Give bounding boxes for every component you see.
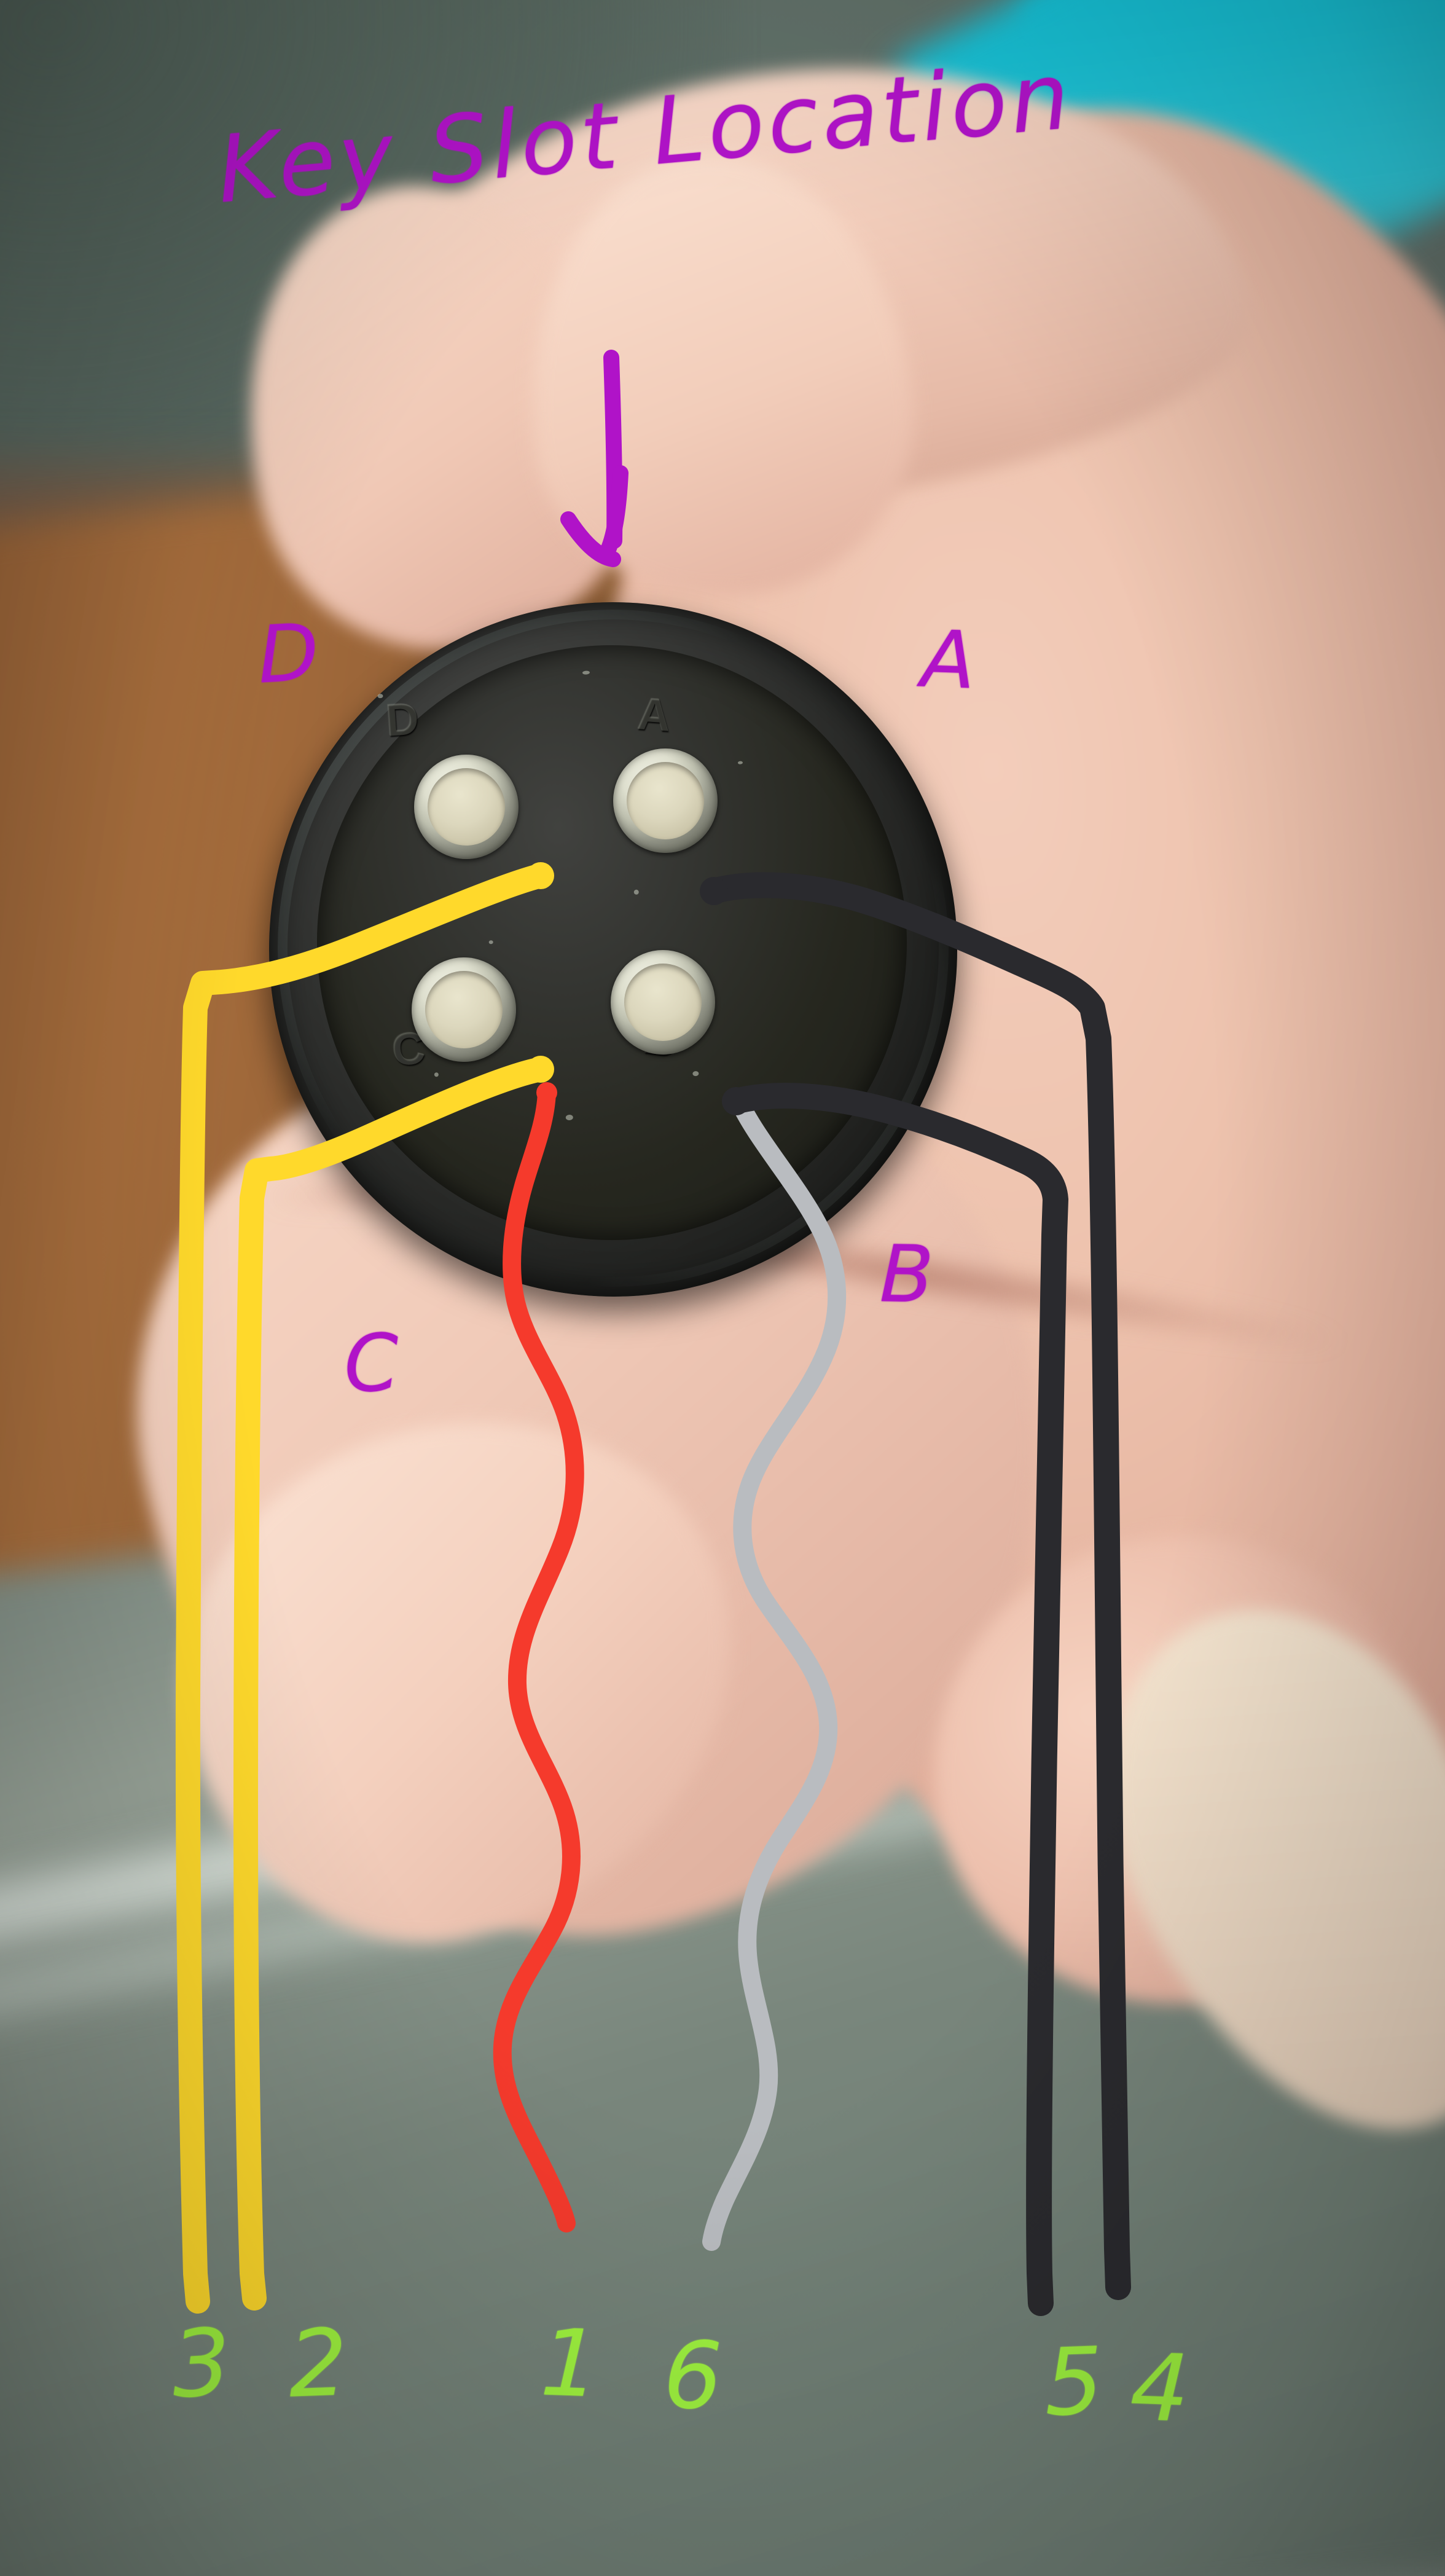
wire-number-6: 6 bbox=[662, 2322, 723, 2430]
pin-label-d: D bbox=[256, 607, 321, 702]
wire-number-4: 4 bbox=[1128, 2334, 1191, 2443]
wire-number-1: 1 bbox=[538, 2309, 601, 2419]
wire-4-black bbox=[700, 872, 1131, 2300]
pin-socket-b bbox=[611, 950, 715, 1054]
key-slot-arrow bbox=[560, 350, 629, 567]
pin-socket-d bbox=[414, 755, 519, 859]
pin-label-c: C bbox=[342, 1317, 401, 1411]
pin-socket-a bbox=[613, 748, 718, 853]
wire-1-red bbox=[493, 1082, 584, 2232]
circular-connector: D A C B bbox=[251, 584, 975, 1314]
wire-2-yellow bbox=[233, 1056, 554, 2311]
pin-socket-c bbox=[412, 957, 516, 1062]
wire-6-gray bbox=[702, 1090, 847, 2251]
pin-label-a: A bbox=[920, 613, 977, 707]
wire-number-3: 3 bbox=[169, 2309, 233, 2419]
wire-5-black bbox=[722, 1083, 1068, 2316]
wire-number-2: 2 bbox=[286, 2309, 350, 2419]
wire-3-yellow bbox=[175, 862, 554, 2314]
wire-number-5: 5 bbox=[1042, 2328, 1105, 2437]
pin-label-b: B bbox=[879, 1228, 935, 1321]
